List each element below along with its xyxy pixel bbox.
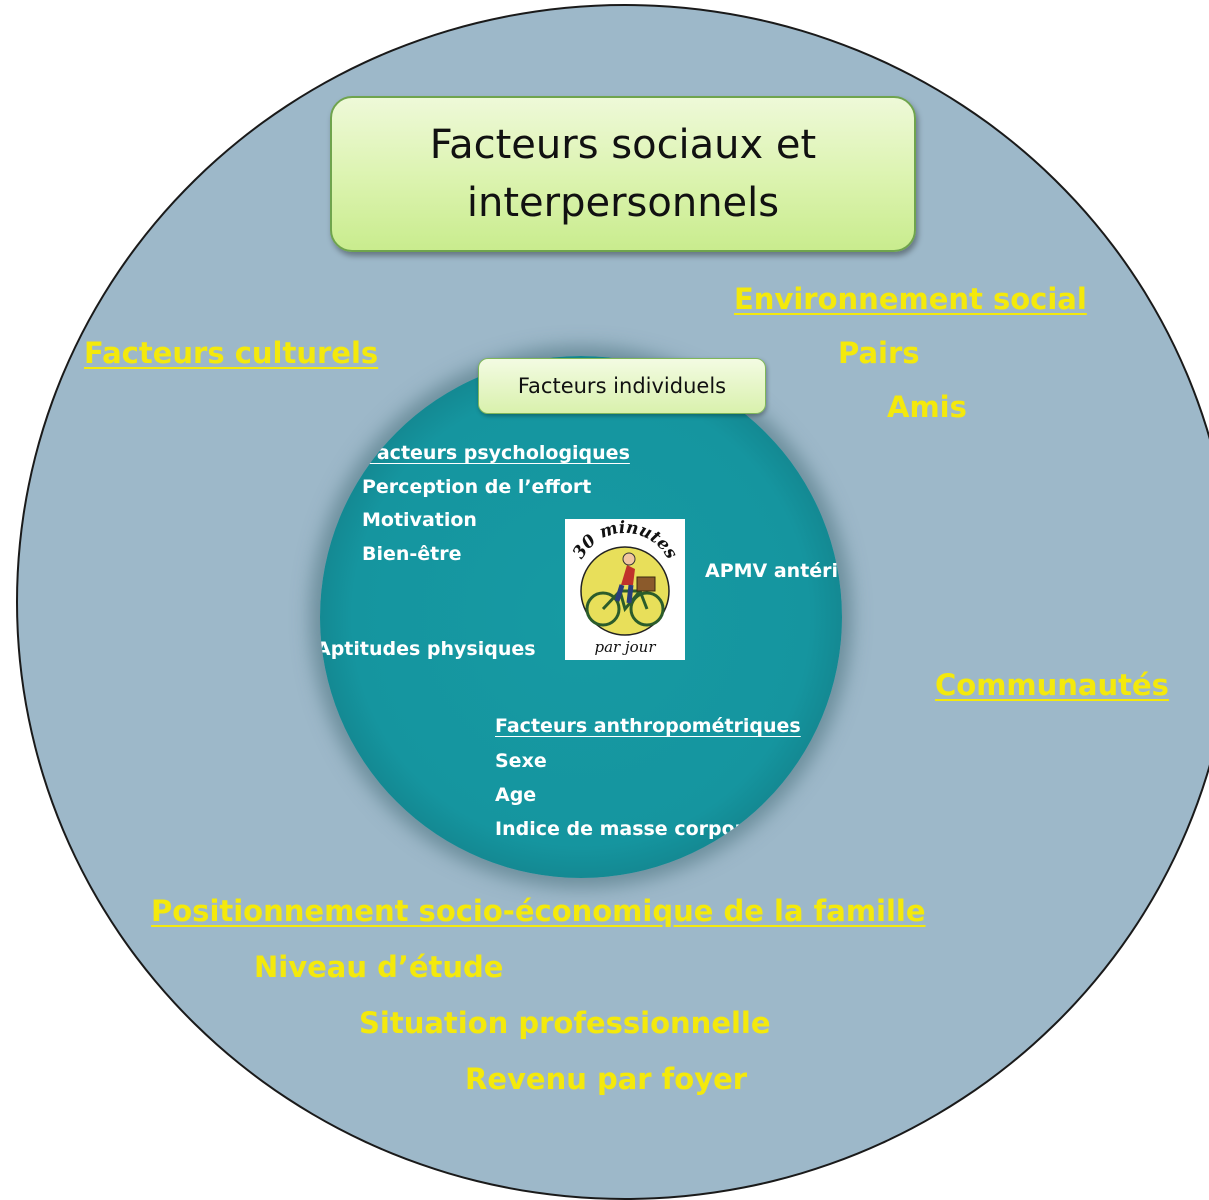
individual-factors-label: Facteurs individuels [517,374,727,398]
label-facteurs-psychologiques: Facteurs psychologiques [365,442,630,464]
logo-30-minutes-par-jour: 30 minutes par jour [565,519,685,660]
label-age: Age [495,784,537,806]
label-bien-etre: Bien-être [362,543,462,565]
label-facteurs-culturels: Facteurs culturels [84,336,379,370]
title-box: Facteurs sociaux et interpersonnels [330,96,916,252]
logo-bottom-text: par jour [595,638,657,656]
label-pairs: Pairs [838,336,920,370]
diagram-title: Facteurs sociaux et interpersonnels [429,122,817,226]
label-sexe: Sexe [495,750,547,772]
label-facteurs-anthropometriques: Facteurs anthropométriques [495,715,801,737]
label-environnement-social: Environnement social [734,282,1087,316]
label-imc: Indice de masse corporelle [495,818,783,840]
label-revenu-par-foyer: Revenu par foyer [465,1062,748,1096]
label-situation-professionnelle: Situation professionnelle [359,1006,771,1040]
label-aptitudes-physiques: Aptitudes physiques [320,638,536,660]
label-positionnement-socio-economique: Positionnement socio-économique de la fa… [151,894,926,928]
label-communautes: Communautés [935,668,1169,702]
label-motivation: Motivation [362,509,477,531]
label-niveau-etude: Niveau d’étude [254,950,504,984]
cyclist-icon: 30 minutes par jour [569,519,681,656]
label-amis: Amis [887,390,967,424]
individual-factors-box: Facteurs individuels [478,358,766,414]
label-apmv-anterieure: APMV antérieure [705,560,842,582]
label-perception-effort: Perception de l’effort [362,476,592,498]
